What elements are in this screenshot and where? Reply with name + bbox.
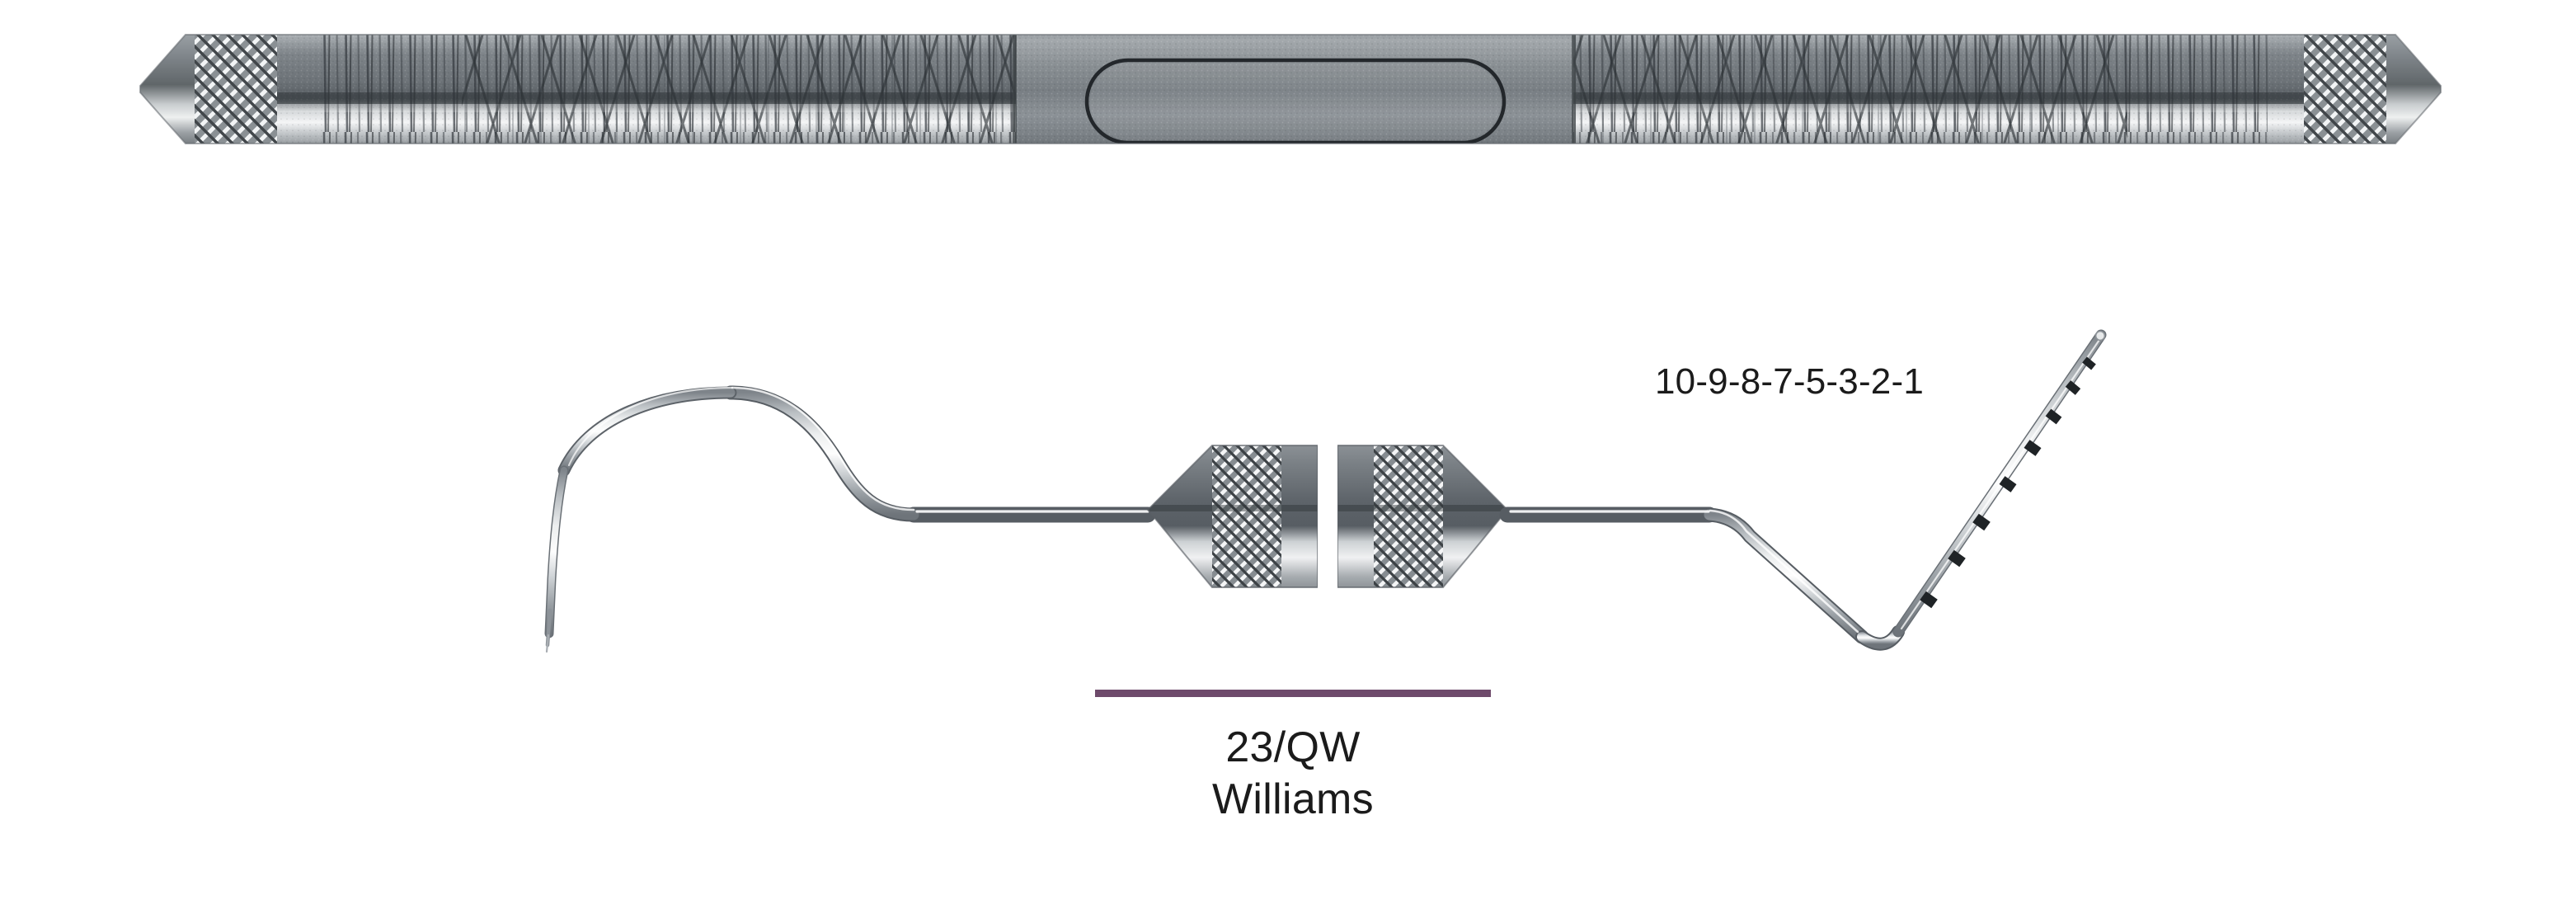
probe-graduation-bands bbox=[1920, 356, 2096, 609]
shank-collar-right bbox=[1337, 445, 1509, 588]
right-knurl-band bbox=[2304, 35, 2390, 144]
probe-end bbox=[1499, 329, 2107, 651]
probe-markings-label: 10-9-8-7-5-3-2-1 bbox=[1654, 361, 1924, 402]
explorer-end bbox=[544, 385, 1156, 653]
left-end-cap bbox=[140, 35, 195, 144]
collar-gap bbox=[1318, 436, 1337, 597]
left-grip-texture bbox=[322, 35, 1018, 144]
instrument-code: 23/QW bbox=[1225, 723, 1361, 771]
probe-tip-cap bbox=[2094, 330, 2106, 342]
handle-body bbox=[140, 35, 2441, 144]
right-grip-texture bbox=[1571, 35, 2268, 144]
right-end-cap bbox=[2386, 35, 2441, 144]
caption-block: 23/QW Williams bbox=[963, 690, 1623, 827]
shank-collar-left bbox=[1146, 445, 1319, 588]
handle-center-section bbox=[1016, 35, 1573, 144]
instrument-name: Williams bbox=[1212, 775, 1374, 824]
left-knurl-band bbox=[191, 35, 277, 144]
caption-rule bbox=[1095, 690, 1491, 697]
handle-outline bbox=[139, 34, 2442, 144]
